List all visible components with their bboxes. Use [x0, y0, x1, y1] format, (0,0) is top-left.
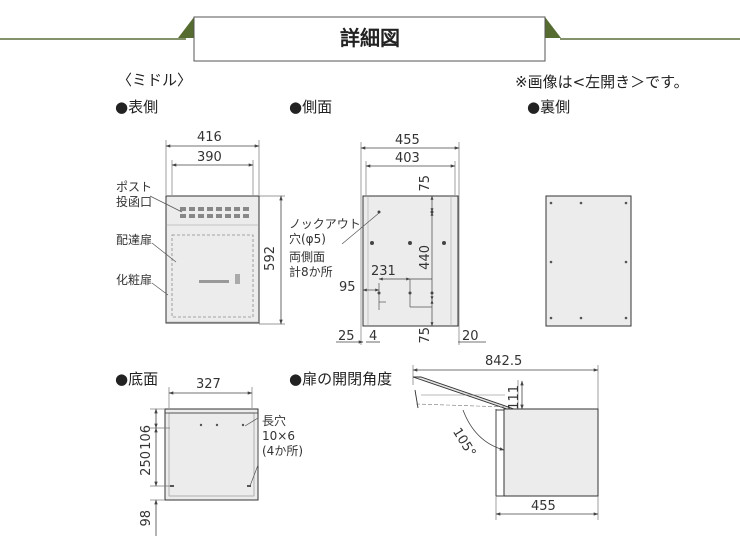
page-title: 詳細図 — [340, 26, 400, 50]
door-opening-view — [412, 365, 599, 520]
side-view — [336, 142, 486, 345]
dim-side-top: 75 — [418, 175, 433, 192]
dim-front-height: 592 — [263, 246, 278, 271]
image-note: ※画像は<左開き＞です。 — [515, 73, 689, 91]
dim-door-total: 842.5 — [485, 354, 523, 369]
side-view-title: ●側面 — [289, 98, 333, 116]
label-hole-1: 長穴 — [262, 414, 287, 428]
dim-front-inner-width: 390 — [197, 150, 222, 165]
dim-side-inner-width: 403 — [395, 151, 420, 166]
dim-side-bottom: 75 — [418, 327, 433, 344]
dim-bottom-106: 106 — [139, 425, 154, 450]
label-knockout-4: 計8か所 — [289, 265, 333, 279]
dim-door-depth: 455 — [531, 499, 556, 514]
label-knockout-3: 両側面 — [289, 250, 326, 264]
dim-bottom-98: 98 — [139, 510, 154, 527]
dim-side-total-width: 455 — [395, 133, 420, 148]
dim-side-95: 95 — [339, 280, 356, 295]
front-view-title: ●表側 — [115, 98, 159, 116]
model-label: 〈ミドル〉 — [117, 71, 193, 89]
label-knockout-1: ノックアウト — [289, 217, 361, 231]
dim-bottom-width: 327 — [196, 377, 221, 392]
dim-side-231: 231 — [371, 264, 396, 279]
dim-side-25: 25 — [338, 329, 355, 344]
label-hole-3: (4か所) — [262, 444, 303, 458]
label-slot: 投函口 — [116, 195, 153, 209]
door-view-title: ●扉の開閉角度 — [289, 370, 393, 388]
bottom-view — [150, 387, 259, 536]
dim-side-4: 4 — [369, 329, 378, 344]
label-hole-2: 10×6 — [262, 429, 295, 443]
label-makeup-door: 化粧扉 — [116, 273, 153, 287]
dim-bottom-250: 250 — [139, 451, 154, 476]
label-post: ポスト — [116, 180, 153, 194]
dim-side-20: 20 — [462, 329, 479, 344]
dim-side-middle: 440 — [418, 245, 433, 270]
front-view — [149, 140, 285, 325]
bottom-view-title: ●底面 — [115, 370, 159, 388]
dim-front-total-width: 416 — [197, 130, 222, 145]
back-view — [545, 195, 632, 327]
back-view-title: ●裏側 — [527, 98, 571, 116]
dim-door-111: 111 — [507, 385, 522, 410]
header-banner — [0, 16, 740, 62]
label-delivery-door: 配達扉 — [116, 233, 153, 247]
label-knockout-2: 穴(φ5) — [289, 232, 326, 246]
